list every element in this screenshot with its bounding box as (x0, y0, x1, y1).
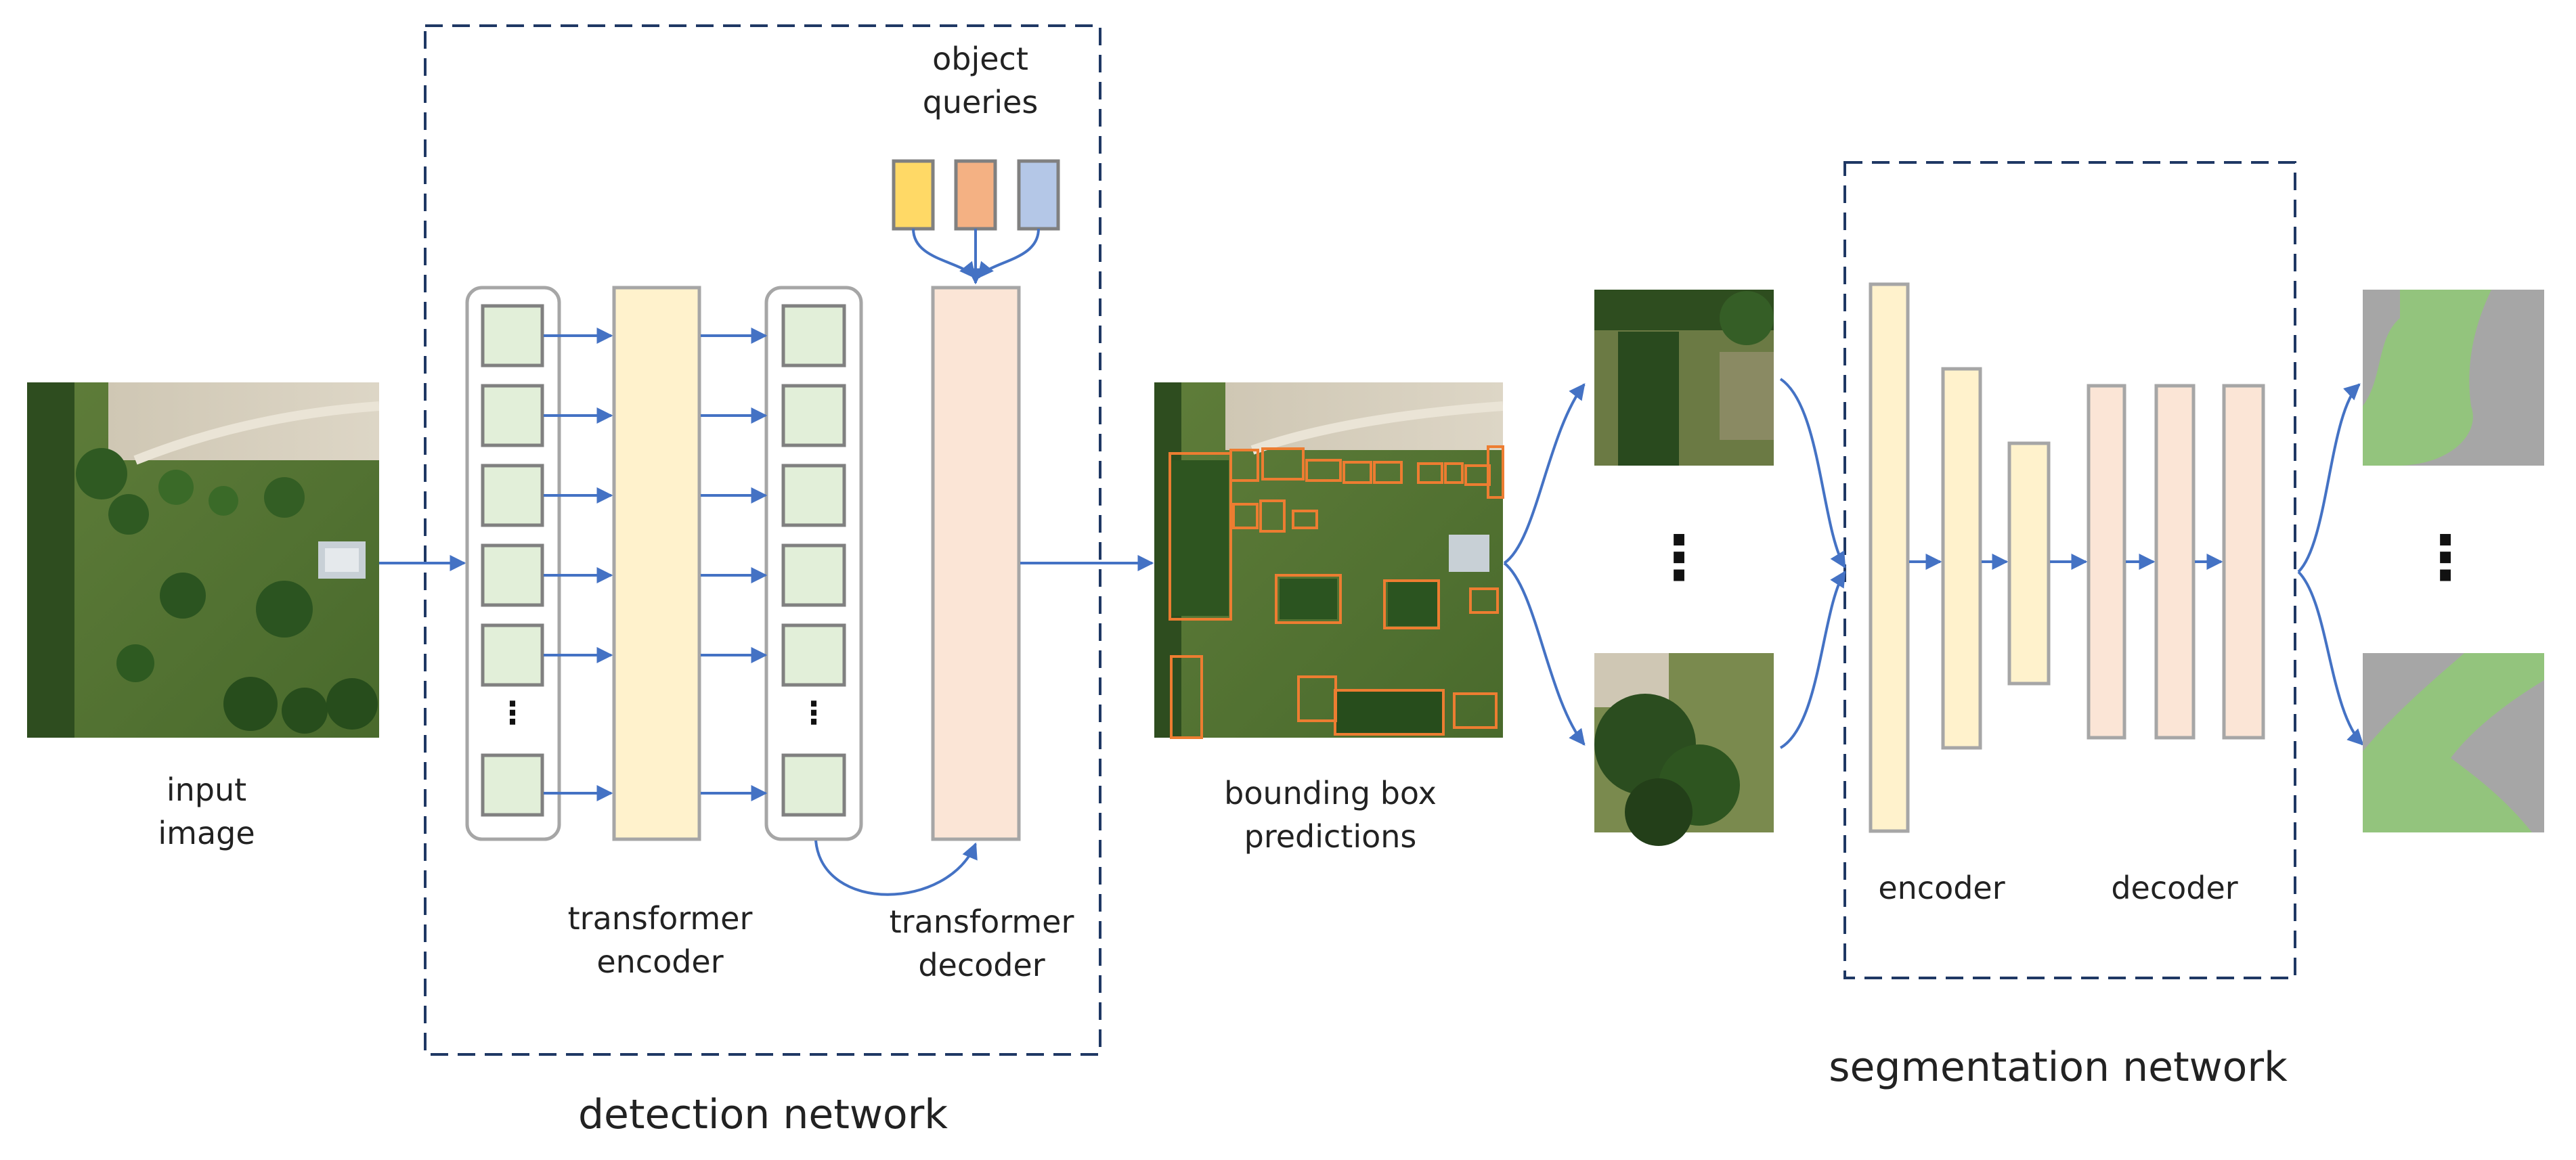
bounding-box-prediction-image (1154, 382, 1503, 738)
converge-arrows (1779, 378, 1846, 749)
encoded-token (781, 753, 846, 817)
transformer-encoder-label-line2: encoder (596, 943, 724, 981)
input-image-label-line1: input (166, 772, 247, 808)
masks-ellipsis: ⋮ (2415, 522, 2476, 594)
segmentation-network-label: segmentation network (1829, 1044, 2288, 1091)
object-queries-label-line2: queries (922, 84, 1039, 121)
encoded-token (781, 384, 846, 447)
encoded-token (781, 304, 846, 367)
encoded-token (781, 543, 846, 607)
encoded-token (781, 623, 846, 687)
input-image-label-line2: image (158, 815, 255, 852)
input-tokens-ellipsis: ⋮ (497, 694, 528, 731)
crop-image-top (1594, 290, 1774, 466)
arrow-tokens-to-decoder (814, 840, 978, 896)
seg-decoder-bar-3 (2222, 384, 2265, 740)
output-mask-bottom (2363, 653, 2544, 832)
bounding-boxes (1169, 445, 1504, 739)
seg-encoder-bar-3 (2007, 441, 2051, 686)
transformer-decoder-label: transformer decoder (890, 900, 1074, 987)
seg-decoder-bar-1 (2087, 384, 2126, 740)
bounding-box-predictions-label: bounding box predictions (1224, 772, 1437, 859)
input-token (481, 384, 544, 447)
output-mask-top (2363, 290, 2544, 466)
token-to-encoder-arrows (544, 328, 613, 801)
segmentation-network-frame (1843, 161, 2296, 979)
bounding-box-predictions-label-line1: bounding box (1224, 775, 1437, 811)
seg-encoder-label: encoder (1878, 870, 2005, 906)
input-image (27, 382, 379, 738)
input-token (481, 623, 544, 687)
output-arrows (2297, 383, 2364, 746)
query-arrows (912, 228, 1040, 285)
transformer-encoder-label: transformer encoder (568, 897, 753, 984)
crops-ellipsis: ⋮ (1649, 522, 1709, 594)
object-query-blue (1017, 159, 1060, 231)
detection-network-frame (424, 24, 1101, 1056)
transformer-decoder-label-line1: transformer (889, 904, 1074, 940)
input-tokens (481, 304, 544, 817)
object-queries-label: object queries (923, 37, 1039, 125)
input-token (481, 464, 544, 527)
encoder-to-token-arrows (701, 328, 768, 801)
object-query-orange (954, 159, 997, 231)
seg-encoder-bar-2 (1941, 367, 1982, 750)
seg-encoder-bar-1 (1869, 282, 1910, 833)
transformer-encoder-label-line1: transformer (567, 900, 753, 937)
encoded-tokens-ellipsis: ⋮ (798, 694, 829, 731)
input-token (481, 753, 544, 817)
transformer-decoder-label-line2: decoder (918, 947, 1045, 984)
object-queries-label-line1: object (932, 41, 1028, 77)
input-token (481, 304, 544, 367)
seg-decoder-bar-2 (2154, 384, 2196, 740)
crop-image-bottom (1594, 653, 1774, 846)
encoded-tokens (781, 304, 846, 817)
encoded-token (781, 464, 846, 527)
bounding-box-predictions-label-line2: predictions (1244, 818, 1417, 855)
object-query-yellow (892, 159, 935, 231)
seg-decoder-label: decoder (2111, 870, 2238, 906)
transformer-encoder-block (612, 286, 701, 841)
detection-network-label: detection network (577, 1091, 948, 1138)
transformer-decoder-block (931, 286, 1021, 841)
input-token (481, 543, 544, 607)
fanout-arrows (1503, 383, 1586, 746)
input-image-label: input image (158, 768, 255, 855)
